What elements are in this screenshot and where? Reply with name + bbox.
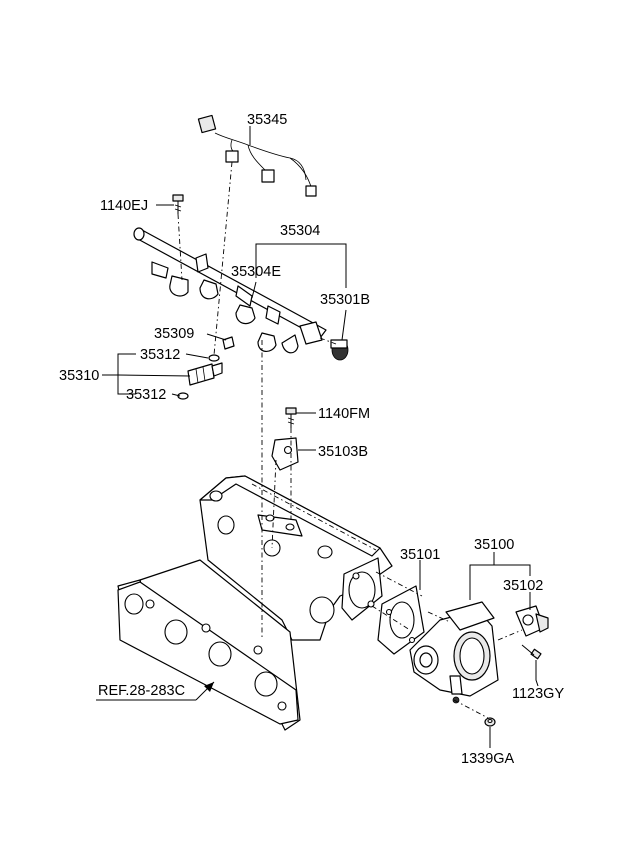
throttle-body-35100 <box>409 601 499 704</box>
intake-manifold <box>117 475 393 731</box>
label-35304: 35304 <box>280 223 320 239</box>
gasket-35101 <box>377 585 425 655</box>
label-35101: 35101 <box>400 547 440 563</box>
label-35310: 35310 <box>59 368 99 384</box>
label-35312-top: 35312 <box>140 347 180 363</box>
throttle-position-sensor-35102 <box>515 605 549 637</box>
label-1140EJ: 1140EJ <box>100 198 148 214</box>
bolt-1140EJ <box>172 194 184 214</box>
fuel-rail-35304 <box>133 227 349 361</box>
label-35304E: 35304E <box>231 264 281 280</box>
callout-labels: 35345 1140EJ 35304 35304E 35301B 35309 3… <box>59 112 564 767</box>
label-35345: 35345 <box>247 112 287 128</box>
label-35100: 35100 <box>474 537 514 553</box>
bolt-1140FM <box>285 407 297 428</box>
label-1123GY: 1123GY <box>512 686 564 702</box>
assembly-lines <box>177 161 523 719</box>
label-35103B: 35103B <box>318 444 368 460</box>
injector-35310 <box>177 336 235 400</box>
bracket-35103B <box>271 437 299 471</box>
label-ref: REF.28-283C <box>98 683 185 699</box>
label-35309: 35309 <box>154 326 194 342</box>
screw-1123GY <box>521 644 542 660</box>
label-35301B: 35301B <box>320 292 370 308</box>
label-1339GA: 1339GA <box>461 751 515 767</box>
label-35102: 35102 <box>503 578 543 594</box>
wiring-harness-35345 <box>197 114 317 197</box>
label-35312-bottom: 35312 <box>126 387 166 403</box>
leader-lines <box>96 126 539 748</box>
label-1140FM: 1140FM <box>318 406 370 422</box>
nut-1339GA <box>484 717 496 727</box>
